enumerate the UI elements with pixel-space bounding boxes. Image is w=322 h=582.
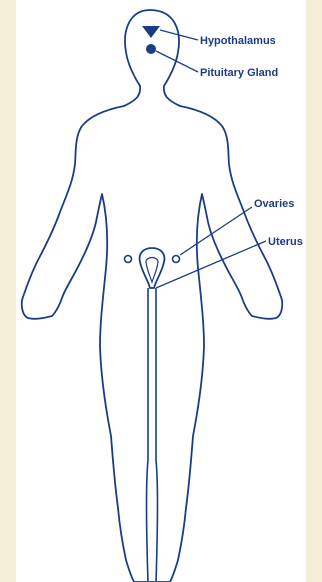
uterus-leader <box>156 241 266 288</box>
body-outline <box>22 10 283 582</box>
left-ovary <box>125 256 132 263</box>
pituitary-label: Pituitary Gland <box>200 67 278 79</box>
uterus-inner <box>146 258 158 283</box>
triangle-marker-icon <box>142 26 160 38</box>
hypothalamus-label: Hypothalamus <box>200 35 276 47</box>
right-ovary <box>173 256 180 263</box>
dot-marker-icon <box>146 44 156 54</box>
ovaries-label: Ovaries <box>254 198 294 210</box>
leg-gap <box>147 288 158 582</box>
uterus-label: Uterus <box>268 236 303 248</box>
